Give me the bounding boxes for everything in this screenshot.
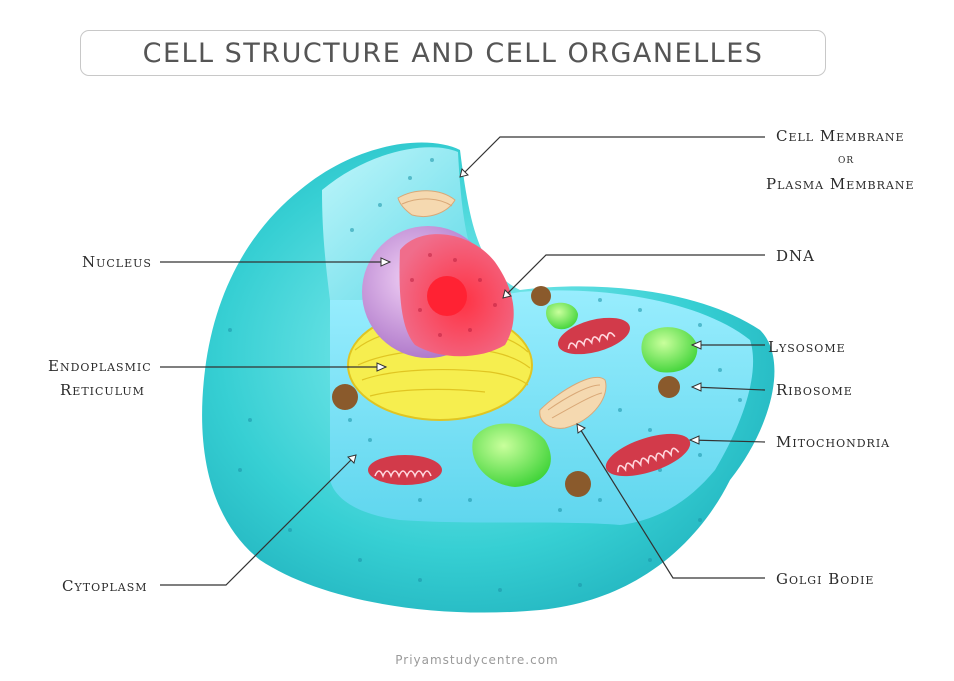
pointer-cell-membrane (459, 136, 765, 178)
pointer-ribosome (691, 386, 766, 391)
label-mitochondria: Mitochondria (776, 433, 891, 451)
golgi-body-center (539, 376, 607, 429)
ribosome-3 (332, 384, 358, 410)
nucleolus (427, 276, 467, 316)
nucleus-texture (410, 253, 497, 337)
label-reticulum: Reticulum (60, 381, 145, 399)
label-nucleus: Nucleus (82, 253, 152, 271)
label-or: or (838, 152, 855, 167)
ribosomes (332, 286, 680, 497)
label-golgi-bodie: Golgi Bodie (776, 570, 875, 588)
pointer-golgi (576, 423, 765, 579)
golgi-body-upper (397, 190, 456, 217)
ribosome-2 (658, 376, 680, 398)
lysosome-1 (641, 327, 698, 373)
ribosome-4 (565, 471, 591, 497)
label-cell-membrane: Cell Membrane (776, 127, 905, 145)
label-dna: DNA (776, 247, 815, 265)
page-title: CELL STRUCTURE AND CELL ORGANELLES (142, 37, 764, 69)
title-box: CELL STRUCTURE AND CELL ORGANELLES (80, 30, 826, 76)
label-plasma-membrane: Plasma Membrane (766, 175, 915, 193)
label-endoplasmic: Endoplasmic (48, 357, 152, 375)
mitochondrion-2 (605, 433, 691, 477)
pointer-lines (160, 136, 766, 586)
mitochondrion-1 (558, 317, 630, 355)
label-cytoplasm: Cytoplasm (62, 577, 148, 595)
watermark: Priyamstudycentre.com (395, 653, 559, 667)
lysosome-2 (472, 423, 551, 487)
mitochondrion-3 (368, 455, 442, 485)
label-lysosome: Lysosome (768, 338, 846, 356)
label-ribosome: Ribosome (776, 381, 853, 399)
pointer-arrowheads (347, 168, 702, 464)
pointer-mitochondria (689, 439, 766, 443)
pointer-dna (502, 254, 765, 299)
ribosome-1 (531, 286, 551, 306)
pointer-cytoplasm (160, 454, 357, 586)
lysosome-3 (546, 302, 578, 330)
